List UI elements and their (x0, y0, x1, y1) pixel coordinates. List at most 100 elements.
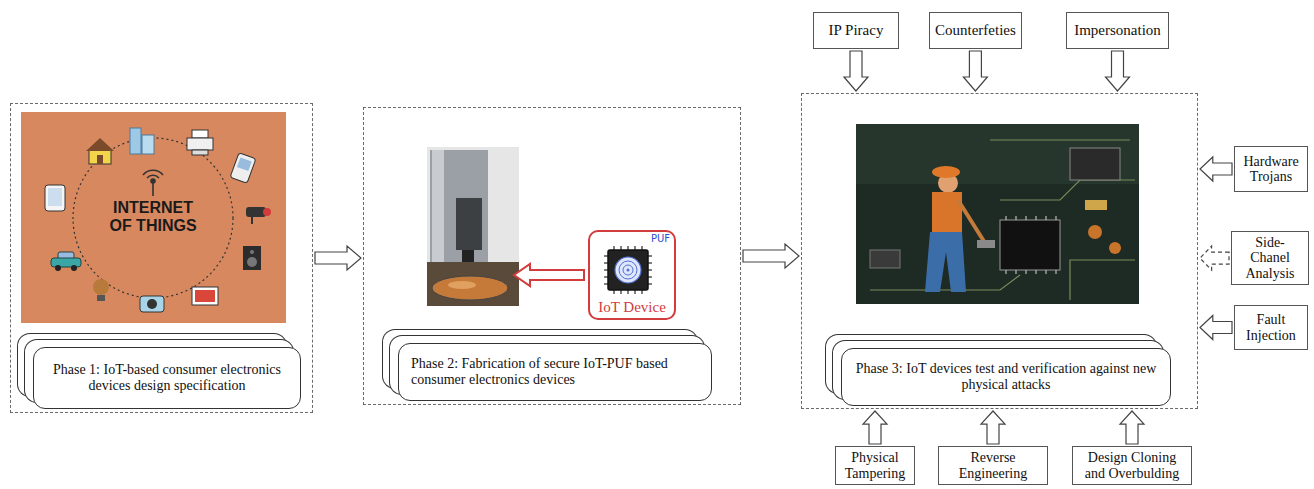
attack-text: Physical Tampering (841, 450, 909, 481)
worker-figure (925, 232, 966, 292)
illustration-title: INTERNET OF THINGS (105, 199, 201, 236)
printer-icon (192, 130, 208, 138)
phase-box: Phase 3: IoT devices test and verificati… (841, 348, 1171, 406)
circuit-board-photo (1015, 216, 1016, 220)
fabrication-machine-photo (427, 147, 519, 306)
circuit-board-photo (1000, 180, 1135, 200)
phase-panel: Phase 3: IoT devices test and verificati… (801, 93, 1198, 409)
circuit-board-photo (1000, 220, 1060, 270)
hollow-arrow (863, 411, 887, 444)
circuit-board-photo (1005, 270, 1006, 274)
fabrication-machine-photo (456, 198, 482, 250)
hollow-arrow (1120, 411, 1144, 444)
connector-group (315, 51, 1232, 444)
puf-chip-icon (627, 269, 630, 272)
antenna-icon (143, 170, 163, 175)
fabrication-machine-photo (427, 147, 519, 306)
red-hollow-arrow (514, 264, 584, 286)
tablet-icon (45, 185, 65, 211)
attack-text: Hardware Trojans (1240, 154, 1302, 185)
device-text: IoT Device (594, 299, 670, 316)
attack-text: Impersonation (1072, 22, 1163, 39)
fabrication-machine-photo (432, 276, 508, 300)
worker-figure (958, 200, 985, 243)
attack-box: Impersonation (1066, 12, 1169, 49)
circuit-board-photo (856, 124, 1139, 184)
attack-box: Hardware Trojans (1234, 146, 1308, 192)
phone-icon (230, 153, 256, 184)
phase-panel: PUFIoT DevicePhase 2: Fabrication of sec… (363, 107, 741, 405)
hollow-arrow (315, 246, 361, 270)
cctv-icon (251, 217, 253, 224)
building-icon (130, 128, 154, 154)
hollow-arrow (1106, 51, 1130, 91)
phase-text: Phase 3: IoT devices test and verificati… (854, 361, 1158, 393)
puf-chip-icon (623, 265, 633, 275)
circuit-board-photo (870, 140, 1135, 300)
worker-figure (932, 166, 960, 178)
attack-text: Design Cloning and Overbulding (1078, 450, 1186, 481)
speaker-icon (250, 250, 254, 254)
circuit-board-photo (1088, 225, 1102, 239)
attack-box: Counterfeties (929, 12, 1022, 49)
camera-icon (147, 299, 157, 309)
iot-illustration (21, 112, 286, 323)
attack-text: IP Piracy (819, 22, 893, 39)
antenna-icon (147, 175, 159, 178)
hollow-arrow (981, 411, 1005, 444)
hollow-arrow (1200, 316, 1232, 340)
bulb-icon (93, 279, 109, 295)
attack-box: Reverse Engineering (938, 446, 1048, 485)
circuit-board-photo (1035, 270, 1036, 274)
hollow-arrow (1200, 157, 1232, 181)
car-icon (51, 258, 81, 267)
car-icon (51, 252, 81, 271)
antenna-icon (151, 179, 155, 183)
fabrication-machine-photo (462, 250, 474, 262)
hollow-arrow (743, 244, 799, 268)
tv-icon (192, 287, 218, 305)
circuit-board-photo (1006, 216, 1056, 274)
circuit-board-photo (1055, 216, 1056, 220)
attack-box: Design Cloning and Overbulding (1072, 446, 1192, 485)
puf-chip-icon (615, 257, 641, 283)
attack-box: Side-Chanel Analysis (1231, 231, 1309, 285)
worker-figure (925, 166, 995, 292)
car-icon (55, 265, 61, 271)
building-icon (142, 135, 154, 154)
printer-icon (192, 150, 208, 155)
house-icon (86, 138, 114, 151)
attack-box: Fault Injection (1234, 305, 1308, 350)
circuit-board-photo (1070, 148, 1120, 180)
bulb-icon (97, 295, 105, 301)
speaker-icon (243, 246, 261, 270)
house-icon (97, 155, 103, 164)
cctv-icon (246, 207, 271, 224)
building-icon (130, 128, 141, 154)
hollow-arrow (844, 51, 868, 91)
circuit-board-photo (1035, 216, 1036, 220)
car-icon (71, 265, 77, 271)
hollow-arrow (1200, 246, 1229, 270)
speaker-icon (243, 246, 261, 270)
circuit-board-photo (1070, 260, 1135, 300)
circuit-board-photo (870, 250, 900, 268)
circuit-board-photo (990, 139, 1130, 140)
camera-icon (140, 296, 164, 312)
tablet-icon (45, 185, 65, 211)
puf-chip-icon (619, 261, 637, 279)
phone-icon (237, 157, 252, 171)
circuit-board-photo (1055, 270, 1056, 274)
attack-text: Counterfeties (935, 22, 1016, 39)
circuit-board-photo (1109, 242, 1121, 254)
phase-panel: Phase 1: IoT-based consumer electronics … (10, 103, 313, 413)
fabrication-machine-photo (427, 262, 519, 306)
house-icon (86, 138, 114, 164)
circuit-board-photo (1015, 270, 1016, 274)
iot-illustration (73, 138, 233, 298)
circuit-board-photo (1085, 200, 1107, 210)
phone-icon (230, 153, 256, 184)
circuit-board-photo (1045, 216, 1046, 220)
fabrication-machine-photo (432, 150, 444, 262)
